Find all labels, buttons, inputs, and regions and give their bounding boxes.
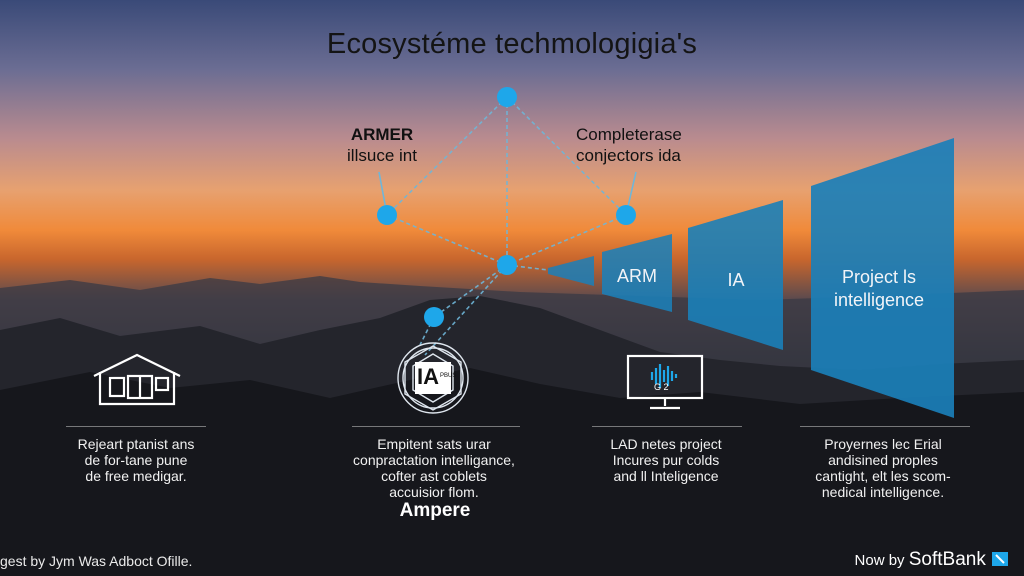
footer-brand-prefix: Now by [854,552,905,569]
panel-arm-label: ARM [617,266,657,286]
panel-project [811,138,954,418]
callout-left-sub: illsuce int [347,146,417,165]
column-3-line: and ll Inteligence [613,468,719,484]
callout-left-title: ARMER [350,125,414,144]
slide-title: Ecosystéme techmologigia's [326,28,698,60]
column-desc-4: Proyernes lec Erial andisined proples ca… [788,436,978,500]
column-desc-1: Rejeart ptanist ans de for-tane pune de … [56,436,216,484]
callout-right-sub: conjectors ida [576,146,681,165]
house-icon [93,353,181,406]
callout-left: ARMER illsuce int [336,124,428,166]
column-2-line: accuisior flom. [389,484,479,500]
separator-2 [352,426,520,427]
footer-credit: gest by Jym Was Adboct Ofille. [0,553,193,569]
callout-right-title: Completerase [576,125,682,144]
node-center [497,255,517,275]
node-left [377,205,397,225]
column-4-line: nedical intelligence. [821,484,945,500]
column-4-line: andisined proples [828,452,938,468]
monitor-text: G 2 [654,382,669,392]
panel-arm [602,234,672,312]
column-2-line: Empitent sats urar [377,436,491,452]
column-3-line: LAD netes project [610,436,722,452]
footer-brand: Now by SoftBank [855,549,1008,571]
panel-small [548,256,594,286]
monitor-waveform-icon: G 2 [626,354,704,412]
column-2-line: cofter ast coblets [381,468,487,484]
callout-right: Completerase conjectors ida [576,124,716,166]
separator-3 [592,426,742,427]
separator-1 [66,426,206,427]
node-top [497,87,517,107]
ia-chip-subtext: PBUS [440,373,457,379]
node-right [616,205,636,225]
column-1-line: de for-tane pune [84,452,188,468]
column-4-line: cantight, elt les scom- [815,468,951,484]
panel-ia [688,200,783,350]
ampere-label: Ampere [399,500,471,521]
separator-4 [800,426,970,427]
node-lower [424,307,444,327]
softbank-logo-text: SoftBank [908,549,986,570]
column-1-line: de free medigar. [85,468,187,484]
column-1-line: Rejeart ptanist ans [77,436,195,452]
column-desc-3: LAD netes project Incures pur colds and … [578,436,754,484]
softbank-logo-icon [992,552,1008,566]
ia-chip-icon: IA PBUS [395,340,471,416]
column-4-line: Proyernes lec Erial [824,436,942,452]
panel-ia-label: IA [727,270,745,290]
column-3-line: Incures pur colds [612,452,720,468]
column-desc-2: Empitent sats urar conpractation intelli… [330,436,538,500]
ia-chip-text: IA [417,364,439,389]
panel-project-label: Project ls intelligence [833,267,925,310]
column-2-line: conpractation intelligance, [353,452,515,468]
